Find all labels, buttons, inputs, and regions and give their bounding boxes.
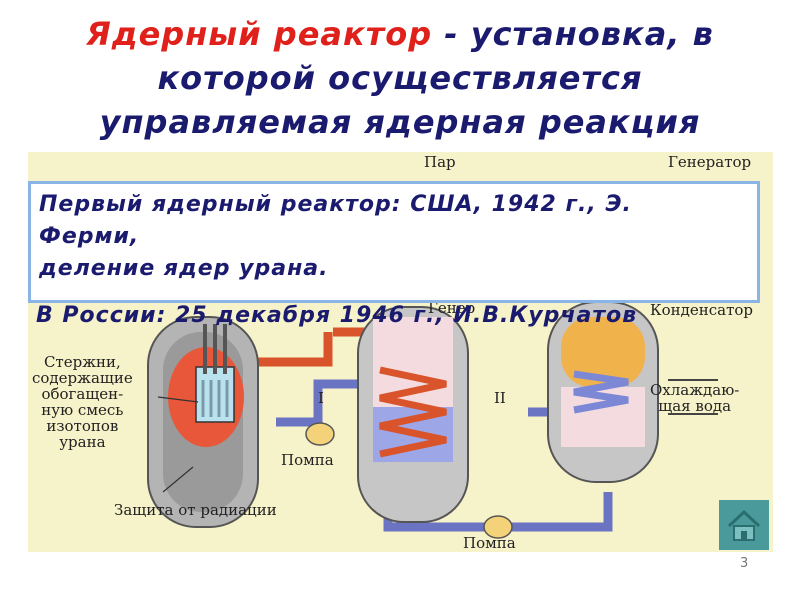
label-condenser: Конденсатор xyxy=(650,301,754,319)
label-fuel-rods: Стержни, содержащие обогащен- ную смесь … xyxy=(32,353,133,451)
title-line-1: Ядерный реактор - установка, в xyxy=(40,12,760,56)
fact-russia: В России: 25 декабря 1946 г., И.В.Курчат… xyxy=(36,303,638,328)
label-generator-partial: Генер xyxy=(428,299,476,317)
fact-line-2: Ферми, xyxy=(39,224,140,249)
condenser-vessel xyxy=(547,301,718,483)
title-line-1-rest: - установка, в xyxy=(432,15,714,53)
home-button[interactable] xyxy=(719,500,769,550)
label-cooling-water: Охлаждаю- щая вода xyxy=(650,381,740,415)
label-pump-2: Помпа xyxy=(463,534,516,552)
fact-line-1: Первый ядерный реактор: США, 1942 г., Э. xyxy=(39,192,632,217)
label-loop-1: I xyxy=(318,389,324,407)
reactor-diagram-svg xyxy=(147,301,718,539)
fact-box: Первый ядерный реактор: США, 1942 г., Э.… xyxy=(28,181,760,303)
label-radiation-shield: Защита от радиации xyxy=(114,501,277,519)
label-loop-2: II xyxy=(494,389,506,407)
label-steam: Пар xyxy=(424,153,456,171)
leader-lines xyxy=(157,396,199,493)
page-number: 3 xyxy=(740,556,749,571)
reactor-vessel xyxy=(147,316,259,528)
pumps xyxy=(305,422,513,539)
title-accent: Ядерный реактор xyxy=(86,15,433,53)
steam-generator xyxy=(357,306,469,523)
title-line-3: управляемая ядерная реакция xyxy=(99,103,701,141)
label-pump-1: Помпа xyxy=(281,451,334,469)
home-icon xyxy=(727,509,761,541)
fact-line-3: деление ядер урана. xyxy=(39,256,329,281)
label-generator: Генератор xyxy=(668,153,752,171)
slide-title: Ядерный реактор - установка, в которой о… xyxy=(40,12,760,144)
title-line-2: которой осуществляется xyxy=(157,59,643,97)
